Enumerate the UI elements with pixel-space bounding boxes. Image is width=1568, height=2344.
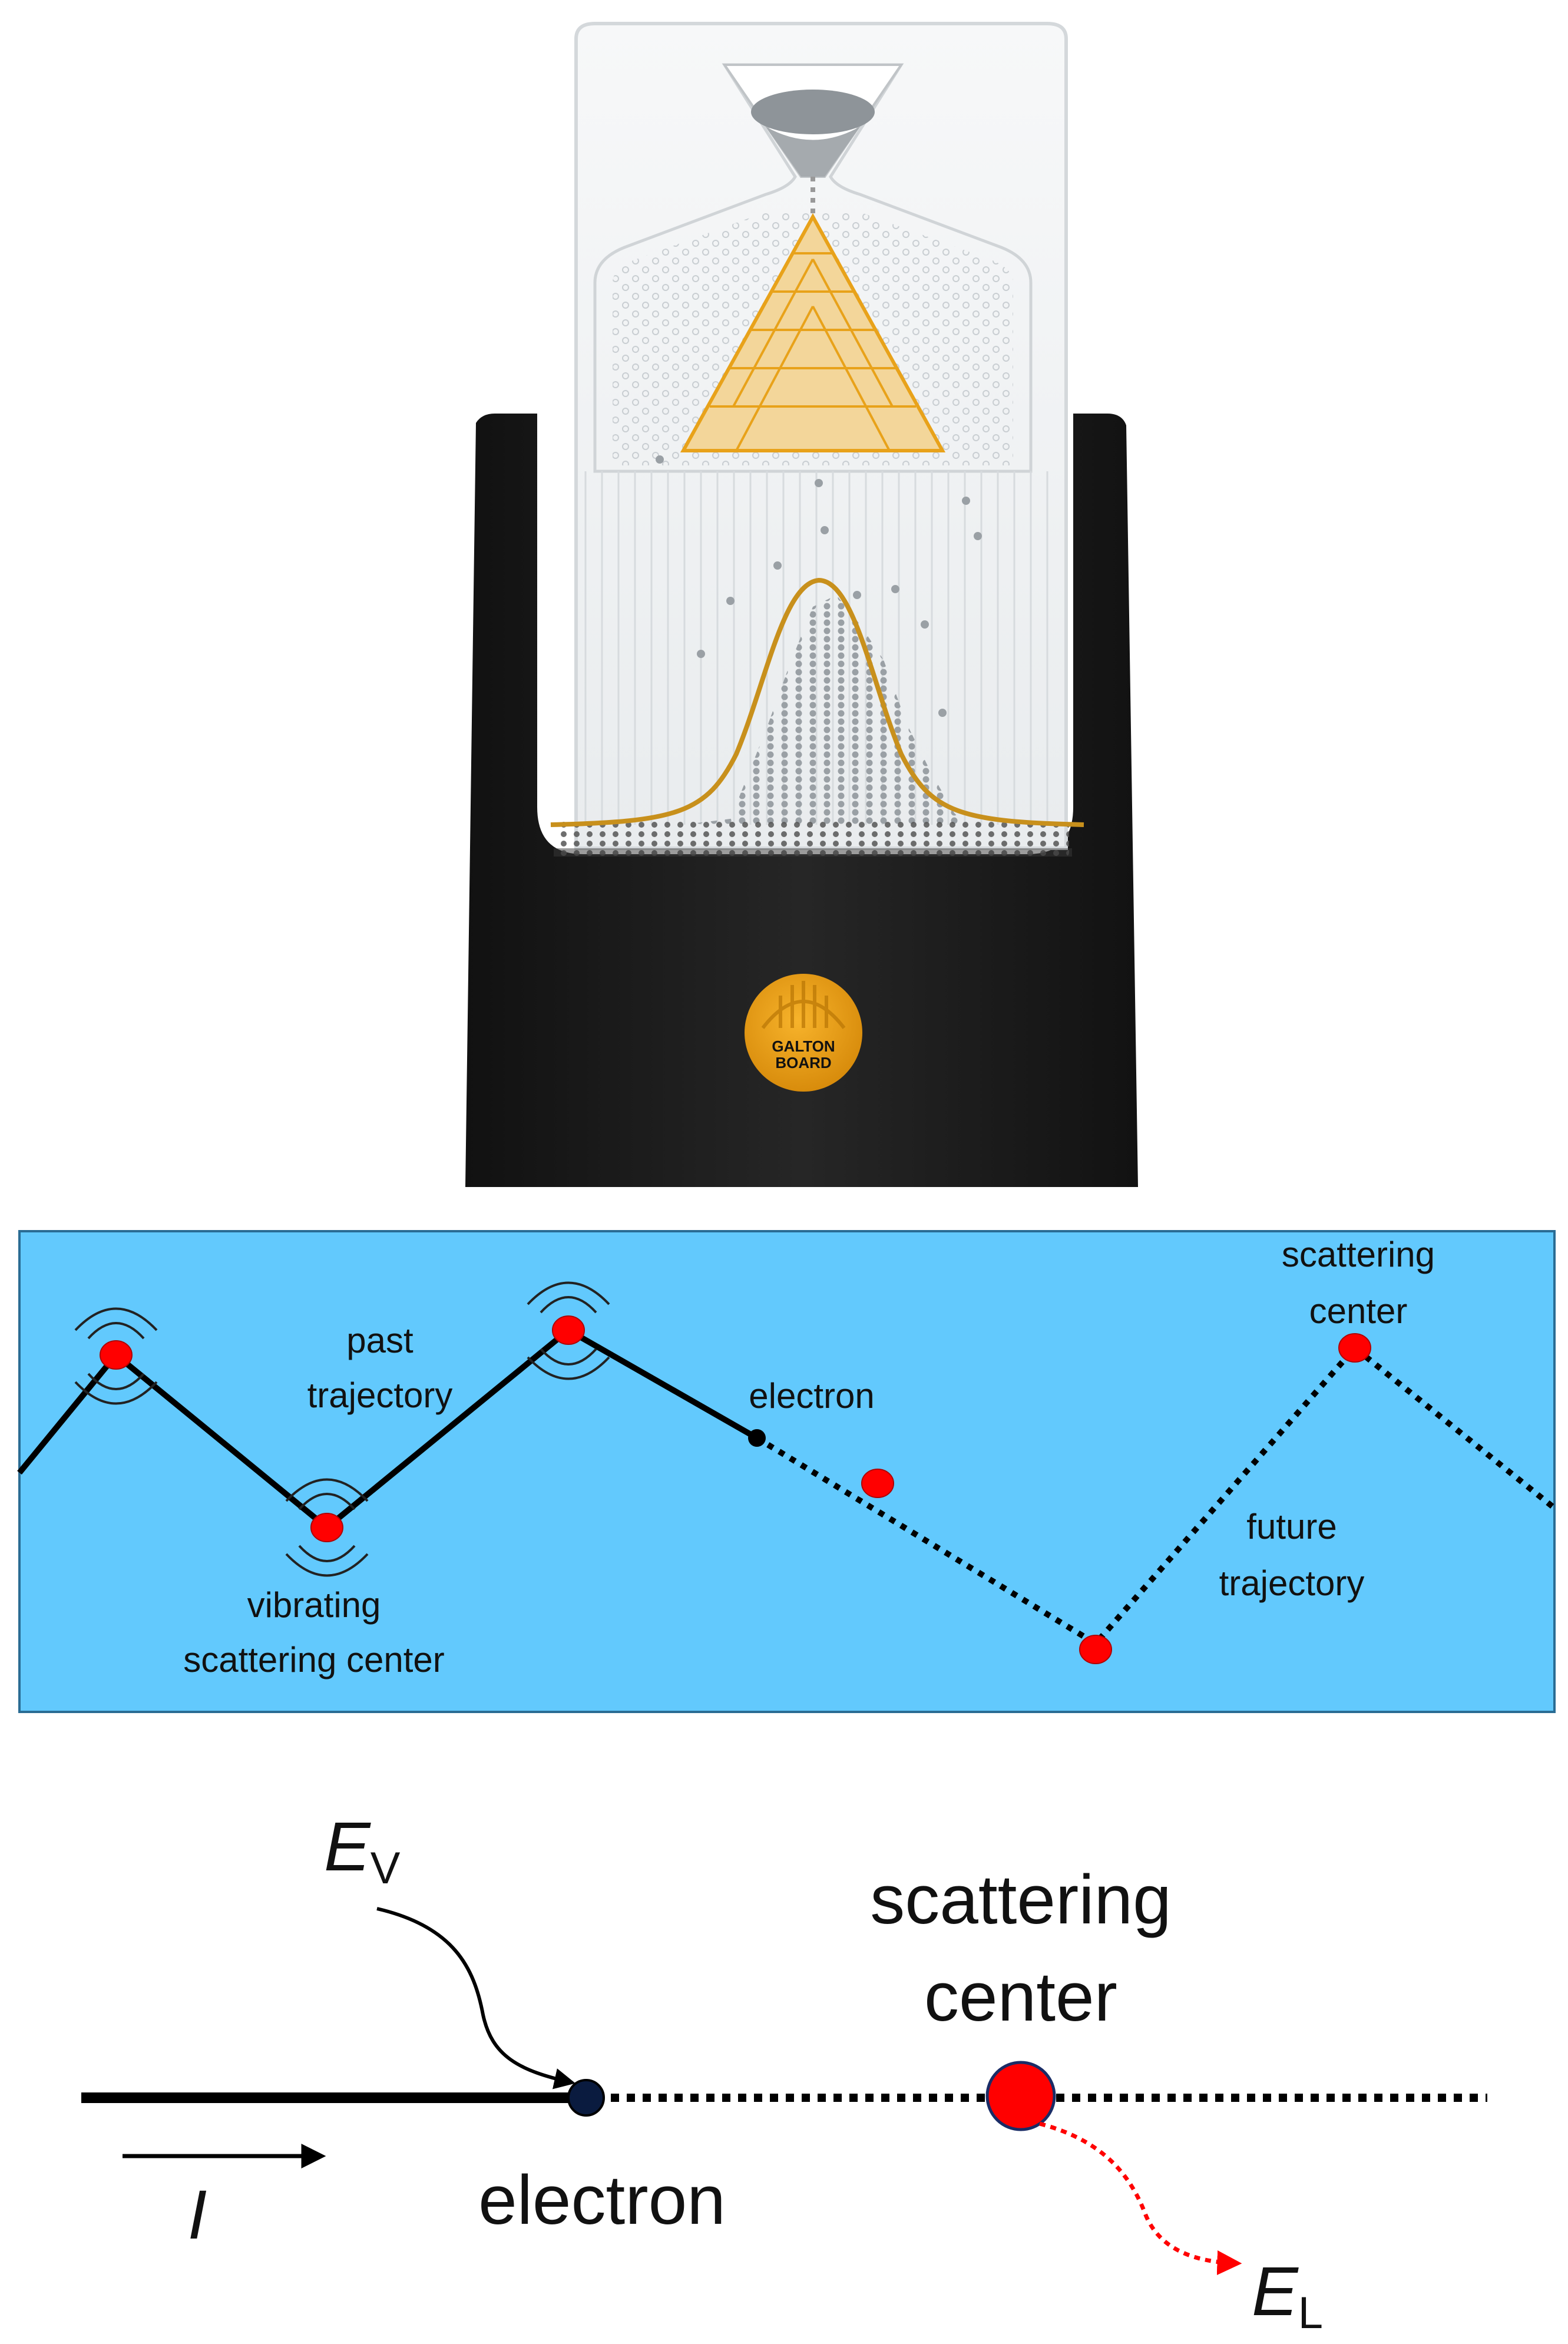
label-center-bottom: center	[924, 1958, 1117, 2036]
ev-main: E	[324, 1808, 371, 1886]
galton-board-device: GALTON BOARD	[465, 22, 1138, 1187]
scattering-center-dot	[1338, 1333, 1371, 1363]
el-main: E	[1252, 2253, 1299, 2330]
label-vibrating: vibrating	[247, 1585, 381, 1625]
label-trajectory-past: trajectory	[307, 1376, 453, 1415]
scattering-center-node	[985, 2061, 1056, 2131]
scattering-center-dot	[861, 1469, 894, 1498]
label-center: center	[1309, 1291, 1408, 1331]
electron-dot	[748, 1429, 766, 1447]
panel-background	[18, 1230, 1556, 1713]
badge-line-1: GALTON	[772, 1037, 835, 1055]
funnel-balls	[751, 90, 875, 134]
scattering-center-dot	[1079, 1635, 1112, 1664]
ev-sub: V	[371, 1843, 401, 1893]
badge-line-2: BOARD	[775, 1054, 831, 1072]
scattering-center-dot	[100, 1340, 133, 1370]
label-trajectory-future: trajectory	[1219, 1563, 1365, 1603]
electron-node	[567, 2079, 605, 2117]
label-scattering: scattering	[1282, 1235, 1435, 1274]
scattering-centers	[100, 1315, 1371, 1664]
hexagon-peg-triangle	[680, 213, 946, 452]
scattering-center-dot	[310, 1513, 343, 1542]
normal-distribution-curve	[550, 577, 1084, 827]
falling-balls	[656, 455, 982, 717]
label-scattering-center-vib: scattering center	[183, 1640, 445, 1680]
energy-loss-arrow	[1039, 2121, 1242, 2276]
label-ev: EV	[324, 1808, 401, 1893]
el-sub: L	[1298, 2288, 1323, 2338]
label-past: past	[346, 1321, 413, 1360]
vibration-arcs	[74, 1281, 610, 1577]
inner-frame	[593, 63, 1033, 473]
energy-schematic: EV scattering center electron I EL	[81, 1808, 1487, 2338]
label-current: I	[188, 2176, 207, 2254]
future-trajectory-line	[755, 1344, 1557, 1648]
galton-board-badge: GALTON BOARD	[745, 974, 862, 1092]
label-electron-bottom: electron	[478, 2161, 726, 2239]
label-future: future	[1246, 1507, 1337, 1546]
label-el: EL	[1252, 2253, 1323, 2338]
stand-body	[465, 414, 1138, 1187]
scattering-center-dot	[552, 1315, 585, 1345]
label-electron-panel: electron	[749, 1376, 874, 1416]
label-scattering-bottom: scattering	[870, 1861, 1172, 1939]
energy-input-arrow	[376, 1907, 576, 2090]
scattering-panel: past trajectory electron scattering cent…	[17, 1230, 1557, 1713]
